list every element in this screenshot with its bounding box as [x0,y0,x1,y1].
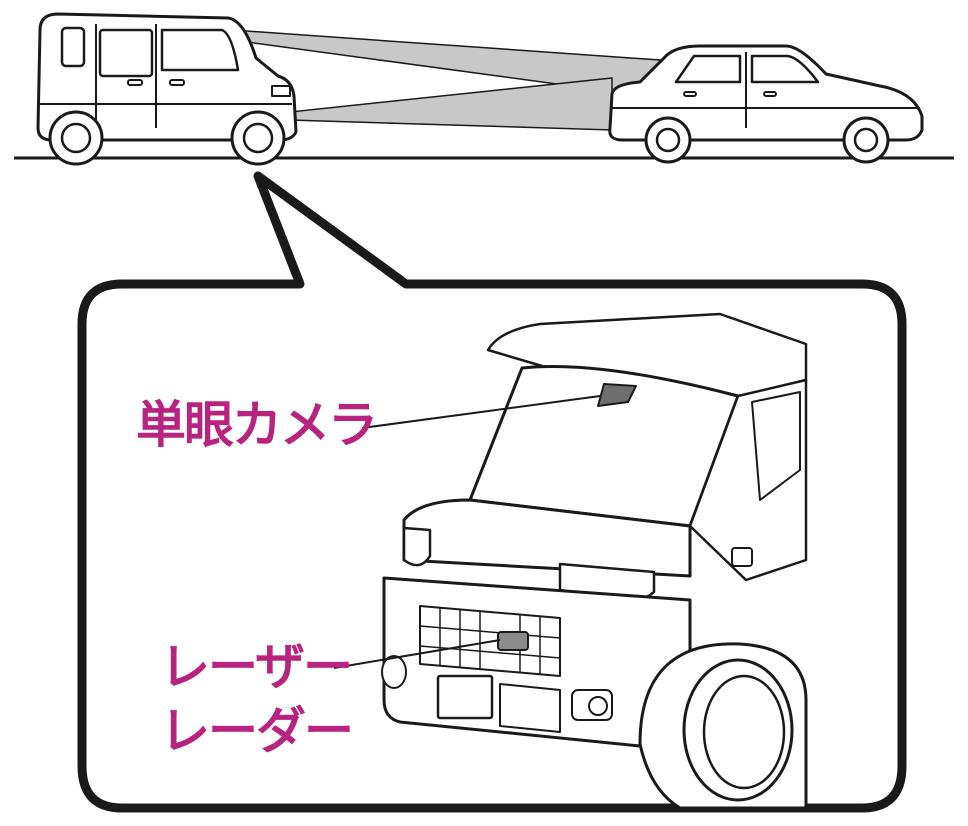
own-vehicle-front-view [381,312,808,810]
monocular-camera [597,383,637,407]
own-vehicle-side [36,12,298,166]
laser-radar-label-line2: レーダー [160,702,354,760]
laser-radar-label-line1: レーザー [160,638,353,696]
laser-leader-line [333,639,501,669]
radar-beam [289,77,613,131]
camera-leader-line [361,395,601,429]
preceding-vehicle-side [608,44,924,164]
camera-label: 単眼カメラ [136,396,378,454]
laser-radar-sensor [497,631,529,651]
